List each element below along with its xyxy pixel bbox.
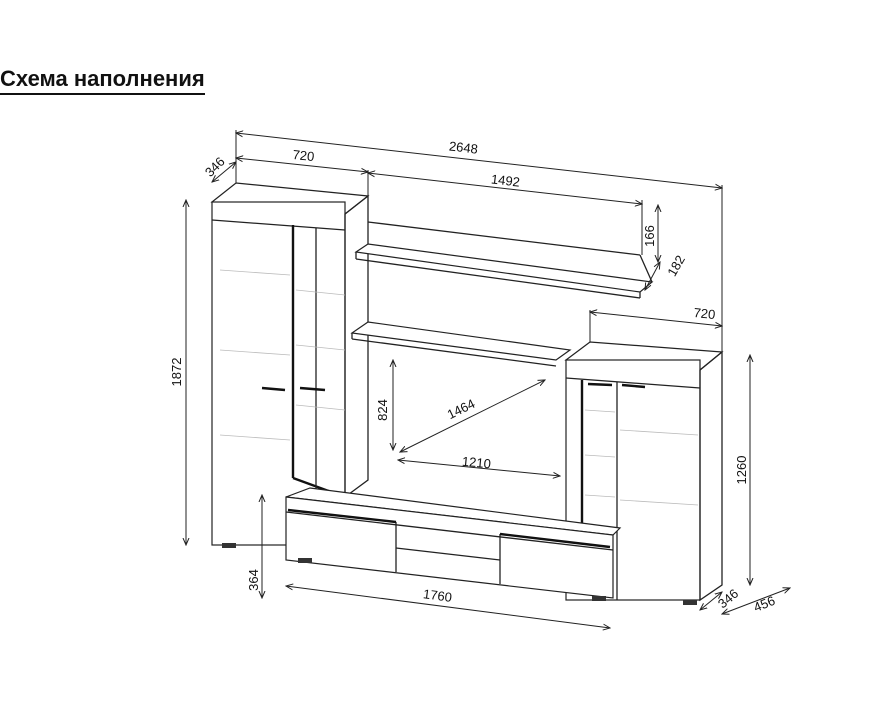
dim-left-tower-width: 720 bbox=[292, 147, 315, 164]
dim-right-height: 1260 bbox=[734, 456, 749, 485]
dim-shelf-height: 166 bbox=[642, 225, 657, 247]
dim-tv-height: 824 bbox=[375, 399, 390, 421]
dim-stand-depth: 456 bbox=[751, 593, 777, 615]
dim-tv-stand-height: 364 bbox=[246, 569, 261, 591]
dim-tall-height: 1872 bbox=[169, 358, 184, 387]
tv-stand bbox=[285, 487, 622, 601]
dim-total-width: 2648 bbox=[448, 138, 478, 156]
dim-tv-width: 1210 bbox=[461, 454, 491, 472]
dim-tv-stand-width: 1760 bbox=[422, 586, 453, 605]
handle-icon bbox=[261, 386, 286, 392]
left-tower bbox=[210, 182, 370, 548]
dim-right-depth: 346 bbox=[715, 586, 741, 611]
dim-tv-diagonal: 1464 bbox=[445, 396, 478, 422]
upper-shelf bbox=[354, 221, 654, 299]
lower-shelf bbox=[350, 321, 572, 367]
dim-shelf-depth: 182 bbox=[664, 253, 688, 279]
dim-right-tower-width: 720 bbox=[693, 305, 716, 322]
page-title: Схема наполнения bbox=[0, 66, 205, 95]
dim-shelf-width: 1492 bbox=[490, 171, 520, 189]
dim-left-tower-depth: 346 bbox=[202, 154, 228, 180]
dimension-lines bbox=[186, 130, 790, 628]
